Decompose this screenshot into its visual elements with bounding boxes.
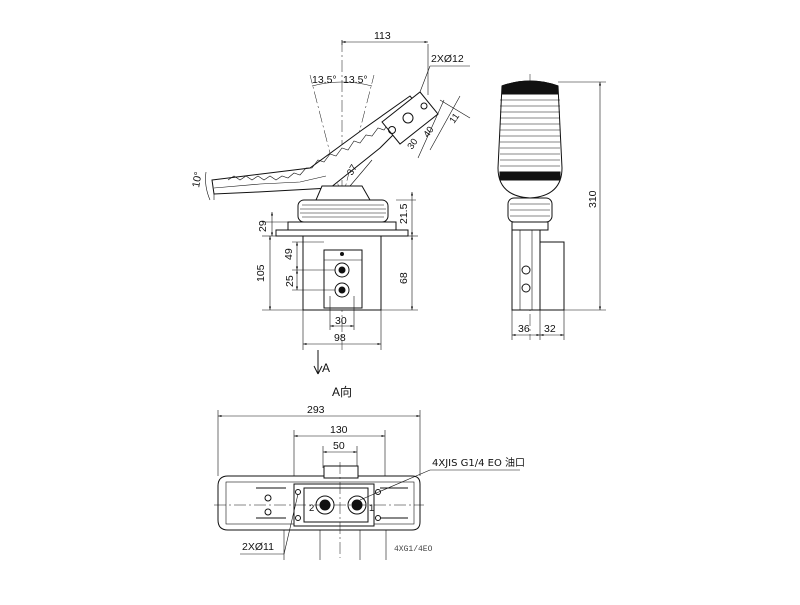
dim-68: 68 [398, 272, 410, 284]
dim-98: 98 [334, 332, 346, 344]
dim-2x-phi11: 2XØ11 [242, 541, 274, 553]
dim-50: 50 [333, 440, 345, 452]
front-view: 310 36 32 [497, 74, 606, 340]
dim-21-5: 21.5 [398, 203, 410, 224]
view-marker-a: A [322, 361, 330, 375]
dim-29: 29 [257, 220, 269, 232]
dim-angle-right: 13.5° [343, 74, 368, 86]
port-label-2: 2 [309, 503, 314, 514]
dim-36: 36 [518, 323, 530, 335]
grip-ribs [500, 99, 560, 167]
dim-25: 25 [284, 275, 296, 287]
dim-30-bottom: 30 [335, 315, 347, 327]
dim-113: 113 [374, 30, 391, 42]
port-label-1: 1 [369, 503, 374, 514]
bottom-view: A向 293 130 50 [214, 384, 525, 560]
dim-130: 130 [330, 424, 348, 436]
dim-293: 293 [307, 404, 325, 416]
dim-2x-phi12: 2XØ12 [431, 53, 464, 65]
dim-30-angled: 30 [405, 137, 420, 152]
dim-11-angled: 11 [447, 111, 462, 125]
handle: 10° [190, 91, 439, 201]
view-title-a: A向 [332, 384, 352, 399]
dim-310: 310 [587, 190, 599, 208]
dim-105: 105 [255, 264, 267, 282]
dim-37: 37 [345, 163, 360, 178]
dim-49: 49 [283, 248, 295, 260]
boot [297, 185, 389, 223]
drawing-code: 4XG1/4EO [394, 545, 433, 554]
side-view: 113 13.5° 13.5° 2XØ12 10° 30 40 [190, 30, 471, 375]
port-note: 4XJIS G1/4 EO 油口 [432, 456, 525, 469]
dim-32: 32 [544, 323, 556, 335]
dim-10deg: 10° [190, 171, 205, 189]
dim-40-angled: 40 [421, 125, 436, 140]
dim-angle-left: 13.5° [312, 74, 337, 86]
